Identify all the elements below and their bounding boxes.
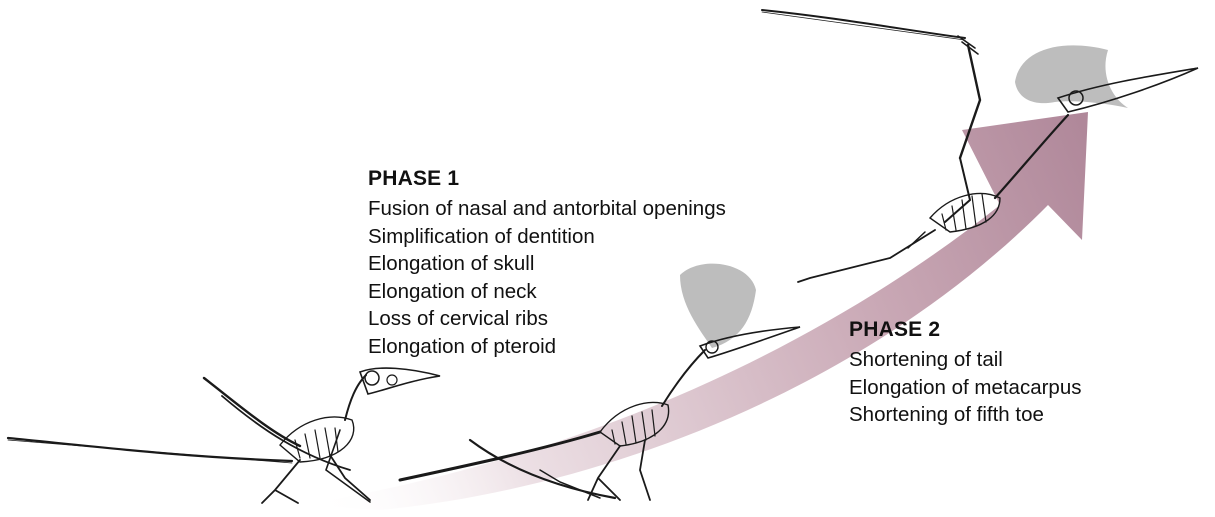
phase-2-title: PHASE 2 bbox=[849, 318, 941, 341]
phase-2-change: Elongation of metacarpus bbox=[849, 375, 1082, 399]
phase-2-changes: Shortening of tail Elongation of metacar… bbox=[849, 346, 1081, 429]
phase-2-change: Shortening of tail bbox=[849, 348, 1003, 371]
crest-3 bbox=[1015, 45, 1128, 108]
phase-2-change: Shortening of fifth toe bbox=[849, 403, 1044, 427]
phase-2-block: PHASE 2 Shortening of tail Elongation of… bbox=[849, 318, 1081, 429]
phase-1-title: PHASE 1 bbox=[368, 167, 460, 190]
crest-2 bbox=[680, 263, 756, 348]
evolution-arrow bbox=[300, 112, 1088, 510]
phase-1-change: Simplification of dentition bbox=[368, 224, 595, 248]
phase-1-change: Elongation of skull bbox=[368, 252, 535, 276]
phase-1-changes: Fusion of nasal and antorbital openings … bbox=[368, 195, 726, 361]
phase-1-change: Elongation of neck bbox=[368, 279, 537, 303]
pterosaur-skeleton-3 bbox=[761, 9, 1199, 283]
phase-1-change: Fusion of nasal and antorbital openings bbox=[368, 197, 726, 220]
phase-1-change: Loss of cervical ribs bbox=[368, 307, 549, 331]
phase-1-change: Elongation of pteroid bbox=[368, 334, 557, 358]
pterosaur-skeleton-2 bbox=[398, 326, 801, 501]
phase-1-block: PHASE 1 Fusion of nasal and antorbital o… bbox=[368, 167, 726, 361]
pterosaur-skeleton-1 bbox=[6, 367, 441, 504]
